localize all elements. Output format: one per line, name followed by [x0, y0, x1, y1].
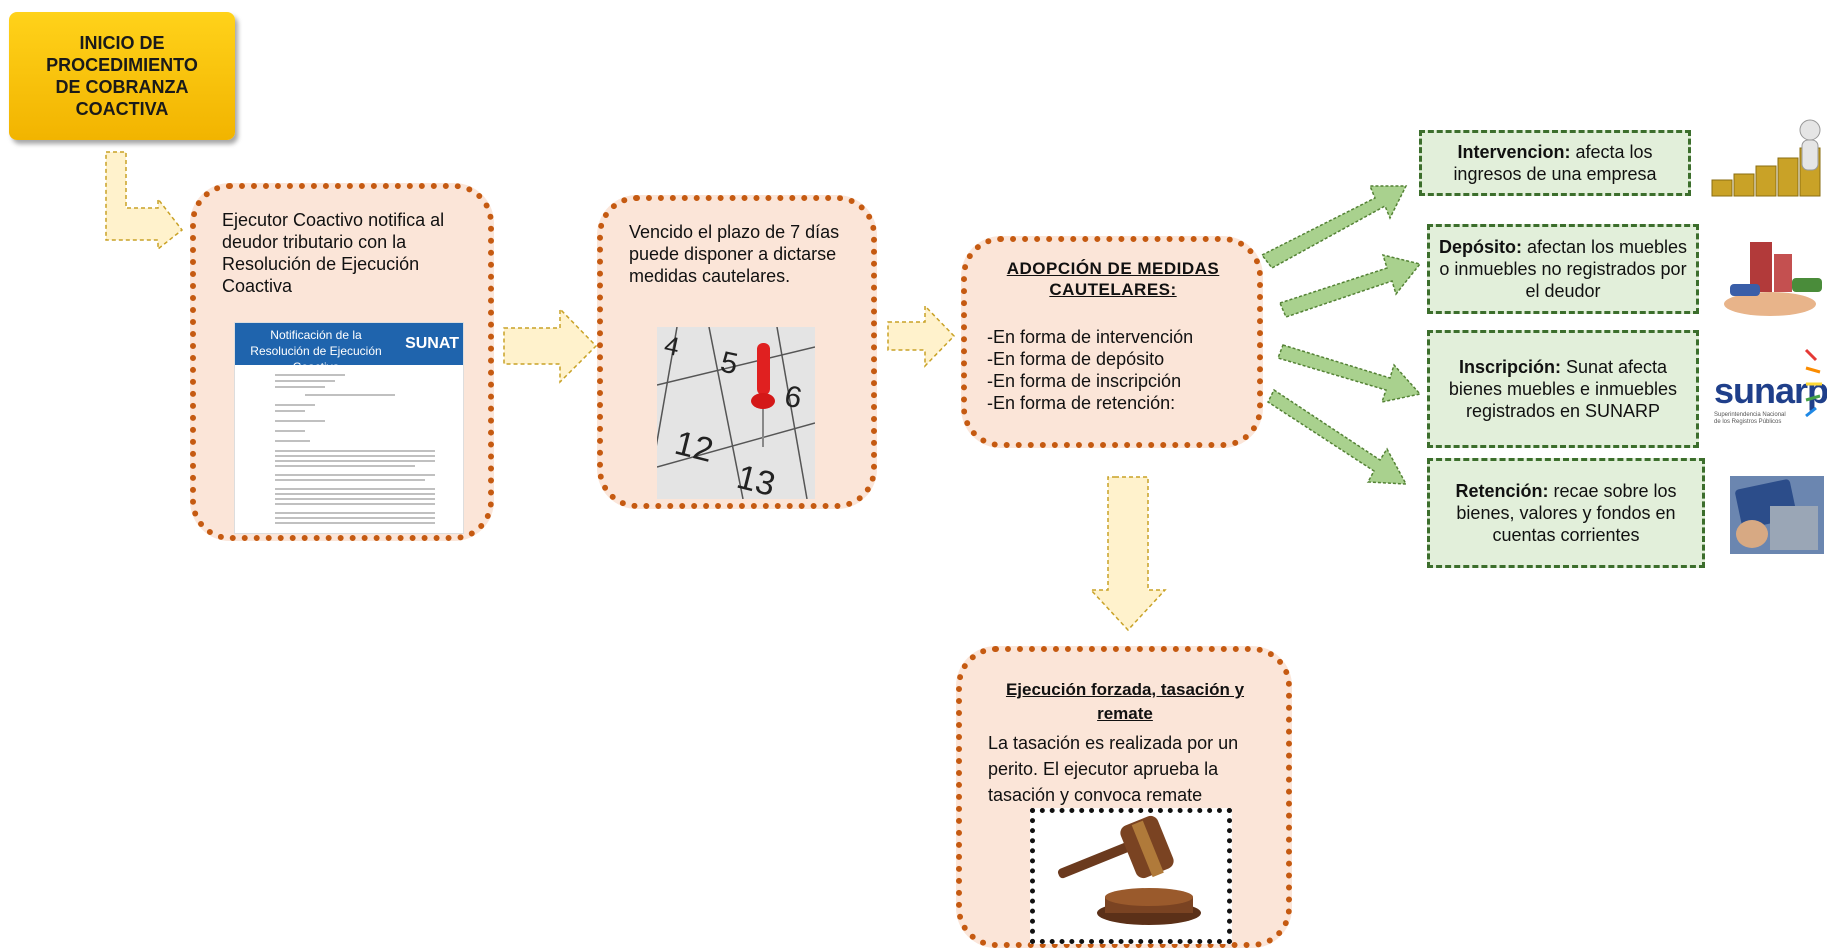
- elbow-arrow: [105, 151, 184, 251]
- step4-box: Ejecución forzada, tasación y remate La …: [956, 646, 1292, 948]
- step3-title: ADOPCIÓN DE MEDIDAS CAUTELARES:: [1006, 259, 1220, 299]
- step2-box: Vencido el plazo de 7 días puede dispone…: [597, 195, 877, 509]
- measure-label: Intervencion:: [1457, 142, 1571, 162]
- step1-box: Ejecutor Coactivo notifica al deudor tri…: [190, 183, 494, 541]
- step3-item: -En forma de inscripción: [987, 371, 1182, 391]
- step1-text: Ejecutor Coactivo notifica al deudor tri…: [222, 210, 445, 296]
- sunarp-subtitle: Superintendencia Nacional de los Registr…: [1714, 412, 1786, 425]
- measure-label: Depósito:: [1438, 237, 1522, 257]
- cal-num-12: 12: [671, 424, 717, 470]
- notification-document-image: Notificación de la Resolución de Ejecuci…: [234, 322, 464, 534]
- arrow-step2-step3: [887, 304, 956, 368]
- gavel-drawing: [1057, 815, 1201, 925]
- step3-box: ADOPCIÓN DE MEDIDAS CAUTELARES: -En form…: [961, 236, 1263, 448]
- measure-text: recae sobre los bienes, valores y fondos…: [1456, 481, 1677, 545]
- arrow-to-inscripcion: [1277, 344, 1422, 404]
- calendar-image: 4 5 6 12 13: [657, 327, 815, 499]
- arrow-step1-step2: [503, 307, 598, 384]
- step4-text: La tasación es realizada por un perito. …: [988, 733, 1239, 805]
- measure-retencion: Retención: recae sobre los bienes, valor…: [1427, 458, 1705, 568]
- sunat-logo: SUNAT: [405, 335, 459, 352]
- document-lines: [275, 374, 435, 524]
- measure-deposito: Depósito: afectan los muebles o inmueble…: [1427, 224, 1699, 314]
- measure-text: Sunat afecta bienes muebles e inmuebles …: [1448, 357, 1678, 421]
- step3-item: -En forma de retención:: [987, 393, 1176, 413]
- measure-text: afecta los ingresos de una empresa: [1453, 142, 1657, 184]
- pin-base: [751, 393, 775, 409]
- sunarp-wordmark: sunarp: [1714, 370, 1827, 411]
- arrow-to-deposito: [1278, 253, 1422, 318]
- arrow-step3-step4: [1089, 476, 1167, 632]
- pin-body: [757, 343, 770, 395]
- step3-list: -En forma de intervención -En forma de d…: [987, 326, 1247, 414]
- step4-title: Ejecución forzada, tasación y remate: [1005, 680, 1245, 723]
- start-title: INICIO DE PROCEDIMIENTO DE COBRANZA COAC…: [46, 33, 198, 119]
- gavel-image: [1030, 808, 1232, 944]
- measure-intervencion: Intervencion: afecta los ingresos de una…: [1419, 130, 1691, 196]
- cal-num-13: 13: [733, 458, 779, 499]
- measure-label: Inscripción:: [1458, 357, 1561, 377]
- step2-text: Vencido el plazo de 7 días puede dispone…: [629, 222, 840, 286]
- sunarp-logo-image: sunarp Superintendencia Nacional de los …: [1712, 340, 1827, 434]
- hand-car-house-image: [1724, 242, 1822, 316]
- doc-title: Notificación de la Resolución de Ejecuci…: [250, 328, 382, 374]
- step3-item: -En forma de depósito: [987, 349, 1165, 369]
- arrow-to-retencion: [1267, 388, 1408, 485]
- arrow-to-intervencion: [1260, 185, 1408, 269]
- measure-text: afectan los muebles o inmuebles no regis…: [1439, 237, 1688, 301]
- coins-figure-image: [1711, 119, 1821, 197]
- measure-inscripcion: Inscripción: Sunat afecta bienes muebles…: [1427, 330, 1699, 448]
- step3-item: -En forma de intervención: [987, 327, 1194, 347]
- cal-num-4: 4: [662, 330, 682, 362]
- measure-label: Retención:: [1455, 481, 1549, 501]
- card-reader-image: [1730, 476, 1824, 554]
- cal-num-6: 6: [782, 380, 805, 416]
- calendar-drawing: 4 5 6 12 13: [657, 327, 815, 499]
- start-box: INICIO DE PROCEDIMIENTO DE COBRANZA COAC…: [9, 12, 235, 140]
- cal-num-5: 5: [718, 346, 741, 382]
- sunarp-rays-icon: [1804, 348, 1822, 418]
